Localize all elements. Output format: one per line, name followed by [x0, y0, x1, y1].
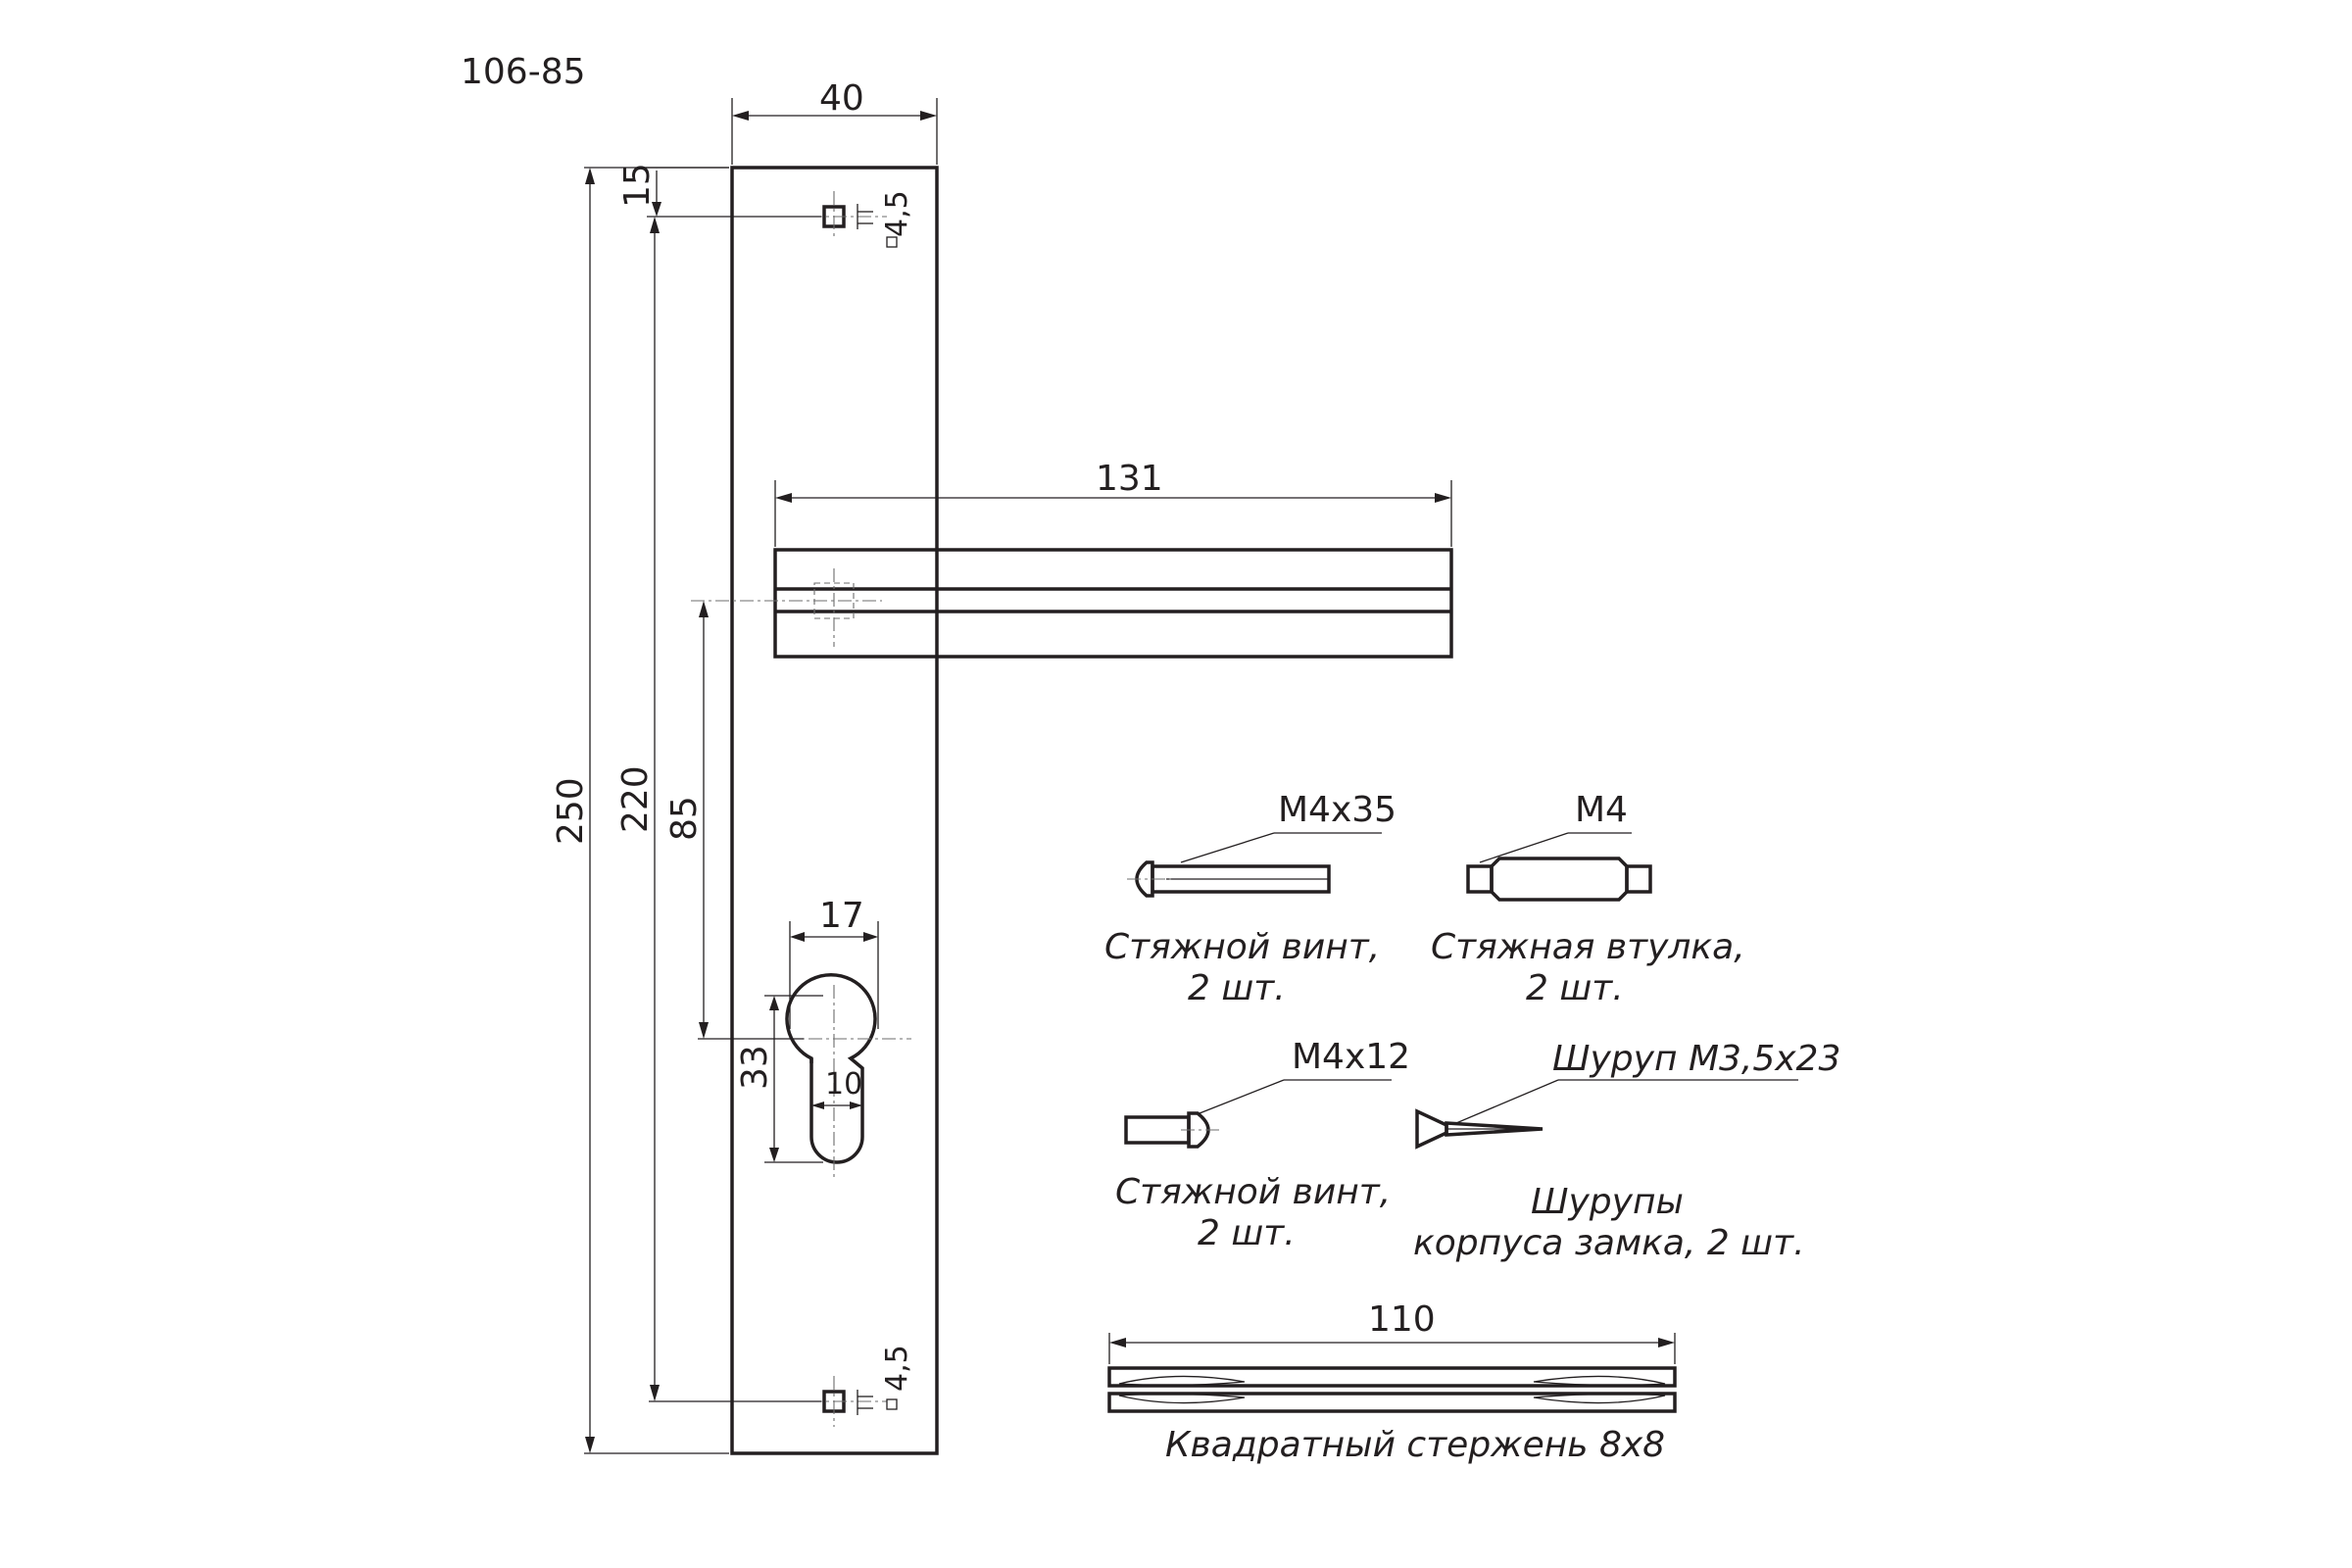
bottom-screw-hole [784, 1376, 898, 1427]
dim-bottom-screw-square: 4,5 [880, 1345, 914, 1392]
part-spec-m4: М4 [1575, 790, 1628, 830]
part-caption-wood-screw-line2: корпуса замка, 2 шт. [1413, 1223, 1805, 1263]
dim-line-cylinder-height [764, 995, 823, 1163]
dim-line-spindle-cylinder [698, 601, 804, 1040]
part-caption-m4-line2: 2 шт. [1526, 968, 1624, 1008]
dim-cylinder-width: 17 [819, 896, 864, 936]
dim-square-bar-length: 110 [1368, 1299, 1436, 1340]
part-square-bar [1107, 1333, 1677, 1413]
dim-line-cylinder-width [789, 921, 879, 1029]
dim-top-screw-square: 4,5 [880, 190, 914, 237]
dim-total-height: 250 [551, 777, 591, 845]
dim-line-screw-spacing [649, 217, 821, 1402]
part-spec-wood-screw: Шуруп М3,5x23 [1552, 1039, 1840, 1079]
dim-screw-spacing: 220 [615, 765, 656, 833]
dim-line-handle-length [774, 480, 1452, 547]
part-screw-m4x12 [1124, 1079, 1392, 1149]
square-bar-caption: Квадратный стержень 8x8 [1165, 1425, 1665, 1465]
dim-line-top-offset [637, 167, 821, 218]
part-caption-m4x12-line1: Стяжной винт, [1115, 1172, 1391, 1212]
dim-top-offset: 15 [617, 163, 658, 208]
part-screw-m4x35 [1127, 832, 1382, 898]
part-sleeve-m4 [1466, 832, 1652, 902]
part-caption-m4x35-line2: 2 шт. [1188, 968, 1286, 1008]
part-spec-m4x12: М4x12 [1292, 1037, 1410, 1077]
top-screw-hole [784, 191, 898, 248]
dim-line-slot-width [811, 1102, 862, 1109]
part-caption-m4x35-line1: Стяжной винт, [1104, 927, 1380, 967]
dim-spindle-cylinder: 85 [664, 796, 705, 841]
lever-handle [691, 548, 1453, 659]
dim-cylinder-height: 33 [735, 1045, 775, 1090]
dim-slot-width: 10 [825, 1067, 862, 1102]
backplate [730, 166, 939, 1455]
dim-handle-length: 131 [1096, 459, 1163, 499]
dim-plate-width: 40 [819, 78, 864, 119]
part-spec-m4x35: М4x35 [1278, 790, 1396, 830]
part-wood-screw [1415, 1079, 1798, 1150]
dim-line-plate-width [731, 98, 938, 165]
drawing-code: 106-85 [461, 52, 586, 92]
part-caption-m4-line1: Стяжная втулка, [1431, 927, 1745, 967]
part-caption-m4x12-line2: 2 шт. [1198, 1213, 1296, 1253]
dim-line-total-height [584, 167, 729, 1454]
part-caption-wood-screw-line1: Шурупы [1531, 1182, 1684, 1222]
